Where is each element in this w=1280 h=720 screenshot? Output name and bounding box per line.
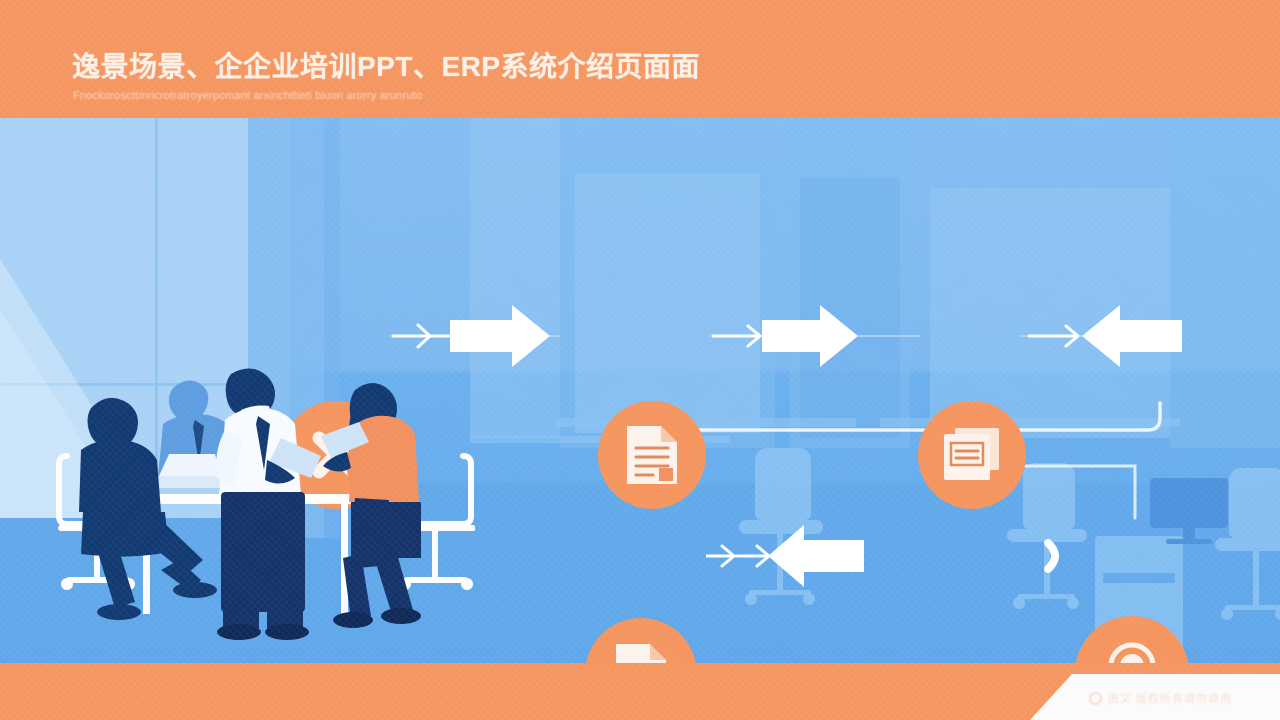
circle-logo-icon: [1088, 691, 1102, 705]
chair-wheel: [461, 578, 473, 590]
necktie-blue: [193, 420, 204, 464]
hand: [323, 452, 351, 472]
person-standing: [216, 368, 321, 640]
necktie-standing: [256, 416, 270, 470]
bg-wall-section: [790, 118, 910, 448]
illustration-stage: [0, 118, 1280, 663]
bold-arrow-right-2: [762, 305, 858, 367]
bold-arrow-right-1: [450, 305, 550, 367]
document-icon: [616, 644, 666, 663]
tablet-held: [321, 422, 369, 458]
monitor-stand-foot: [1166, 539, 1212, 544]
watermark-text: 图文 版权所有请勿商用: [1107, 693, 1232, 705]
laptop-base: [151, 476, 223, 488]
flow-node-document[interactable]: [598, 401, 706, 509]
people-illustration: [56, 368, 475, 640]
thin-chevron-arrow-4: [706, 544, 775, 568]
cabinet-handle: [1103, 573, 1175, 583]
person-woman: [321, 383, 421, 628]
bg-wall-far-right: [1170, 118, 1280, 448]
document-stack-icon: [944, 428, 999, 480]
person-seated: [79, 397, 217, 620]
thin-chevron-arrow-3: [1028, 324, 1080, 348]
hand: [265, 460, 295, 484]
chair-wheel: [61, 578, 73, 590]
bg-doorway: [800, 178, 900, 438]
table-leg: [143, 504, 150, 614]
slide-header: 逸景场景、企企业培训PPT、ERP系统介绍页面面 Fnockoroscttmri…: [0, 0, 1280, 118]
bg-desk-top: [556, 418, 856, 427]
chevron-small-icon: [1044, 539, 1059, 573]
monitor-stand-neck: [1183, 528, 1195, 540]
thin-chevron-arrow-2: [712, 324, 762, 348]
bg-window-right: [930, 188, 1170, 438]
header-texture: [0, 0, 1280, 118]
footer-white-panel: [1030, 674, 1280, 720]
tablet-held: [269, 438, 321, 478]
laptop-screen: [159, 454, 221, 476]
page-subtitle: Fnockoroscttmricrotratroyerpcmant arxinc…: [73, 90, 423, 102]
bold-arrow-left-2: [768, 525, 864, 587]
bg-panel: [470, 118, 560, 438]
bg-desk-top-2: [880, 418, 1180, 427]
bold-arrow-left-1: [1082, 305, 1182, 367]
page-title: 逸景场景、企企业培训PPT、ERP系统介绍页面面: [72, 51, 701, 82]
footer-watermark: 图文 版权所有请勿商用: [1088, 690, 1232, 706]
bg-glass-inner: [575, 173, 760, 433]
flow-node-document-stack[interactable]: [918, 401, 1026, 509]
document-icon: [627, 426, 677, 484]
award-badge-icon: [1108, 642, 1156, 663]
desktop-monitor: [1150, 478, 1228, 528]
